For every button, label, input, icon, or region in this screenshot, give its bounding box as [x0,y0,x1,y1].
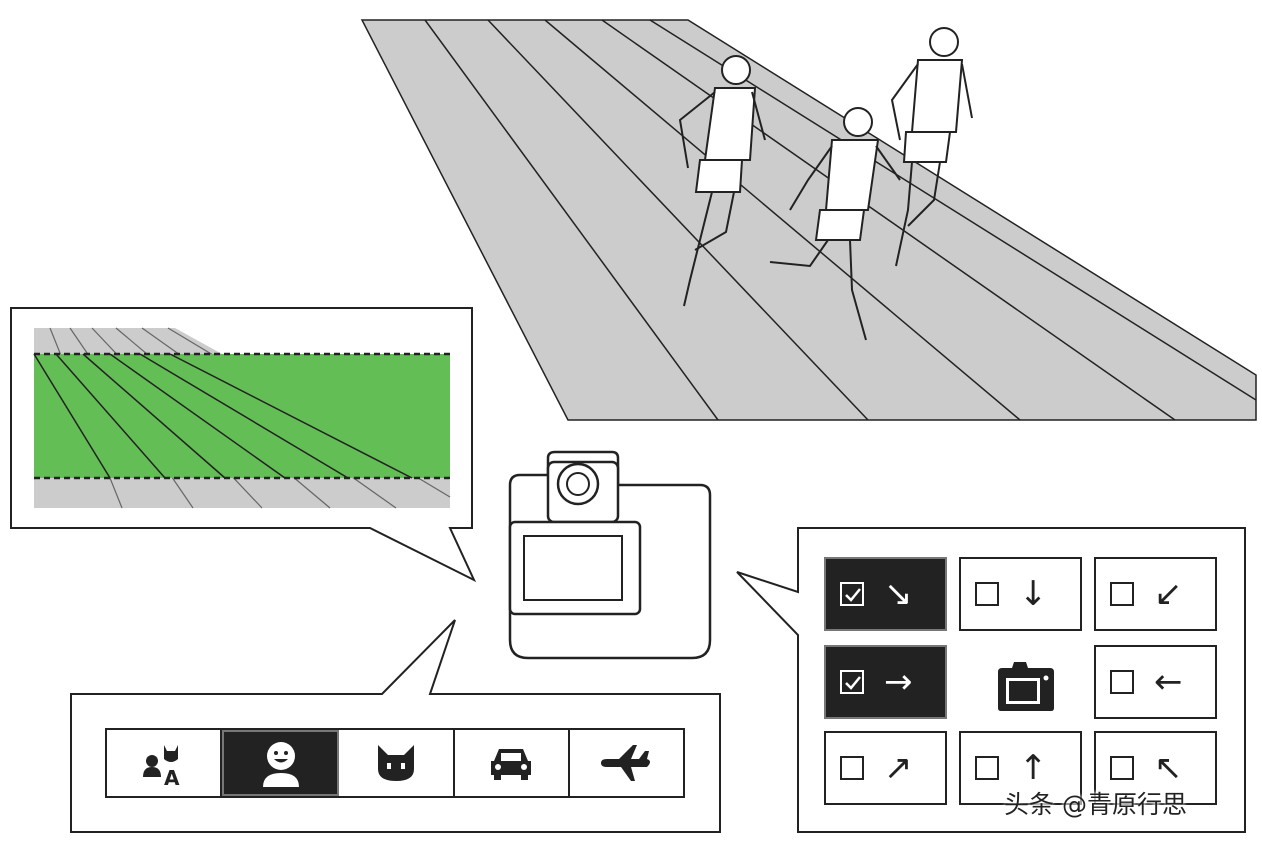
checkmark-icon [845,588,861,602]
direction-cell-down-right[interactable]: ↘ [824,557,947,631]
runner-right [890,27,973,267]
auto-subject-icon: A [142,745,180,787]
arrow-left-icon: ← [1154,662,1183,702]
checkbox-unchecked[interactable] [975,582,999,606]
direction-cell-up-left[interactable]: ↖ [1094,731,1217,805]
runner-left [678,55,766,307]
direction-cell-left[interactable]: ← [1094,645,1217,719]
checkmark-icon [845,676,861,690]
af-detection-zone [34,354,450,478]
camera-icon [998,662,1054,711]
subject-detection-selector: A [105,728,685,798]
subject-option-vehicle[interactable] [454,730,570,796]
direction-cell-down[interactable]: ↓ [959,557,1082,631]
af-area-callout [10,307,477,583]
checkbox-unchecked[interactable] [1110,756,1134,780]
watermark-text: 头条 @青原行思 [1004,790,1187,819]
airplane-icon [601,745,651,781]
running-track-illustration [360,19,1257,421]
animal-cat-icon [378,745,414,781]
arrow-down-icon: ↓ [1019,574,1048,614]
arrow-up-left-icon: ↖ [1154,748,1183,788]
arrow-down-left-icon: ↙ [1154,574,1183,614]
checkbox-checked[interactable] [840,582,864,606]
arrow-right-icon: → [884,662,913,702]
checkbox-unchecked[interactable] [975,756,999,780]
direction-cell-down-left[interactable]: ↙ [1094,557,1217,631]
person-face-icon [262,742,299,787]
direction-cell-up-right[interactable]: ↗ [824,731,947,805]
vehicle-car-icon [491,749,532,780]
checkbox-unchecked[interactable] [1110,582,1134,606]
checkbox-checked[interactable] [840,670,864,694]
checkbox-unchecked[interactable] [1110,670,1134,694]
checkbox-unchecked[interactable] [840,756,864,780]
subject-option-animal[interactable] [339,730,455,796]
subject-type-callout [70,619,721,833]
arrow-up-icon: ↑ [1019,748,1048,788]
runner-middle [769,107,901,341]
direction-cell-up[interactable]: ↑ [959,731,1082,805]
arrow-down-right-icon: ↘ [884,574,913,614]
arrow-up-right-icon: ↗ [884,748,913,788]
subject-option-auto[interactable]: A [107,730,223,796]
subject-option-person[interactable] [222,730,340,796]
camera-back-illustration [508,450,712,660]
direction-cell-right[interactable]: → [824,645,947,719]
subject-option-airplane[interactable] [569,730,684,796]
svg-text:A: A [164,766,180,787]
